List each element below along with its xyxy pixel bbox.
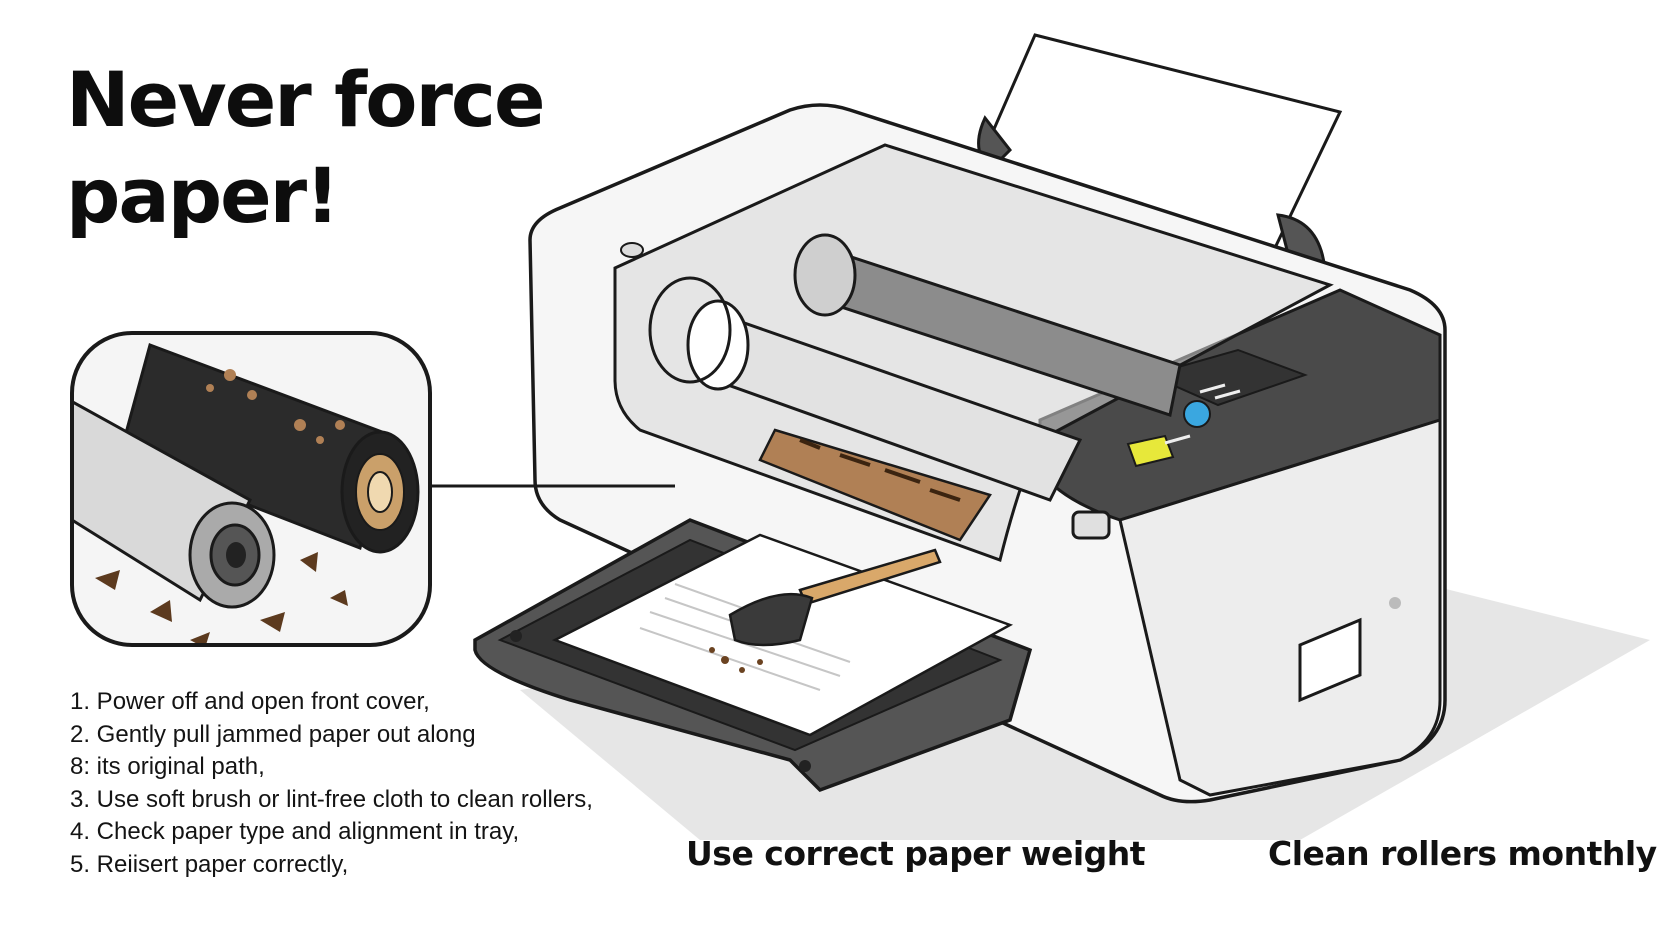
list-item: 8: its original path, <box>70 753 265 780</box>
list-item: 3. Use soft brush or lint-free cloth to … <box>70 785 593 813</box>
caption-clean-rollers: Clean rollers monthly <box>1268 834 1657 873</box>
transparent-cover <box>613 143 1334 562</box>
list-item: 2. Gently pull jammed paper out along <box>70 720 476 748</box>
instruction-list: 1. Power off and open front cover, 2. Ge… <box>70 686 593 881</box>
yellow-button-icon <box>1126 434 1175 468</box>
inner-roller-upper <box>793 233 1182 417</box>
dirty-roller <box>118 343 392 551</box>
caption-paper-weight: Use correct paper weight <box>686 834 1146 873</box>
list-item: 4. Check paper type and alignment in tra… <box>70 818 520 845</box>
inner-roller-lower <box>648 276 1083 502</box>
roller-closeup-inset <box>70 331 432 647</box>
headline: Never force paper! <box>66 55 546 240</box>
debris-tray <box>758 428 992 542</box>
blue-button-icon <box>1183 400 1211 428</box>
cleaning-brush-icon <box>709 548 942 673</box>
list-item: 5. Reiisert paper correctly, <box>70 850 349 878</box>
list-item: 1. Power off and open front cover, <box>70 688 430 715</box>
